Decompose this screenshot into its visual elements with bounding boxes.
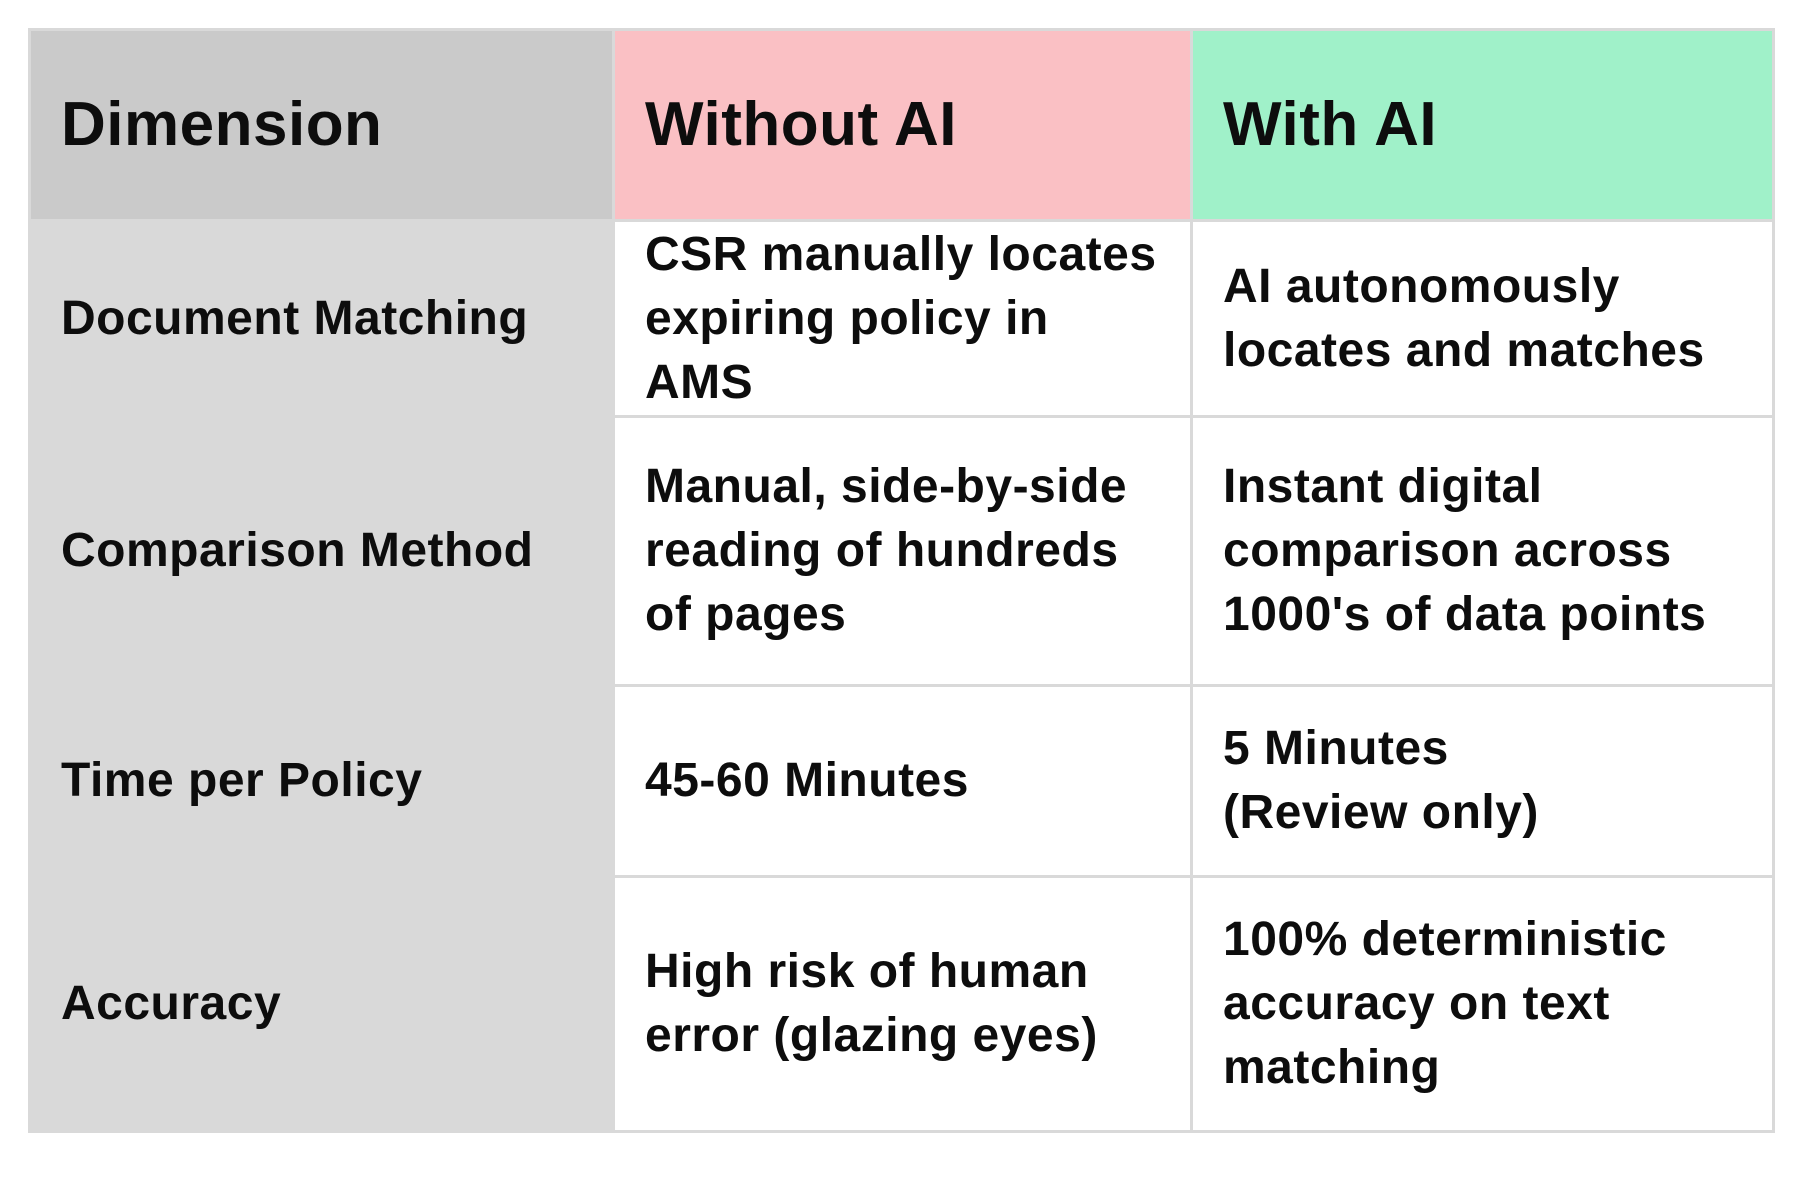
table-row-accuracy: Accuracy High risk of human error (glazi…	[28, 875, 1775, 1133]
header-cell-without-ai: Without AI	[612, 28, 1193, 222]
header-cell-dimension: Dimension	[28, 28, 615, 222]
table-row-comparison-method: Comparison Method Manual, side-by-side r…	[28, 415, 1775, 687]
without-ai-cell: 45-60 Minutes	[612, 684, 1193, 878]
table-row-time-per-policy: Time per Policy 45-60 Minutes 5 Minutes …	[28, 684, 1775, 878]
with-ai-cell: AI autonomously locates and matches	[1190, 219, 1775, 418]
header-cell-with-ai: With AI	[1190, 28, 1775, 222]
with-ai-cell: Instant digital comparison across 1000's…	[1190, 415, 1775, 687]
without-ai-cell: High risk of human error (glazing eyes)	[612, 875, 1193, 1133]
with-ai-cell: 100% deterministic accuracy on text matc…	[1190, 875, 1775, 1133]
row-label: Comparison Method	[28, 415, 615, 687]
row-label: Time per Policy	[28, 684, 615, 878]
table-row-document-matching: Document Matching CSR manually locates e…	[28, 219, 1775, 418]
row-label: Accuracy	[28, 875, 615, 1133]
with-ai-cell: 5 Minutes (Review only)	[1190, 684, 1775, 878]
without-ai-cell: Manual, side-by-side reading of hundreds…	[612, 415, 1193, 687]
without-ai-cell: CSR manually locates expiring policy in …	[612, 219, 1193, 418]
row-label: Document Matching	[28, 219, 615, 418]
ai-comparison-table: Dimension Without AI With AI Document Ma…	[28, 28, 1775, 1133]
table-header-row: Dimension Without AI With AI	[28, 28, 1775, 222]
